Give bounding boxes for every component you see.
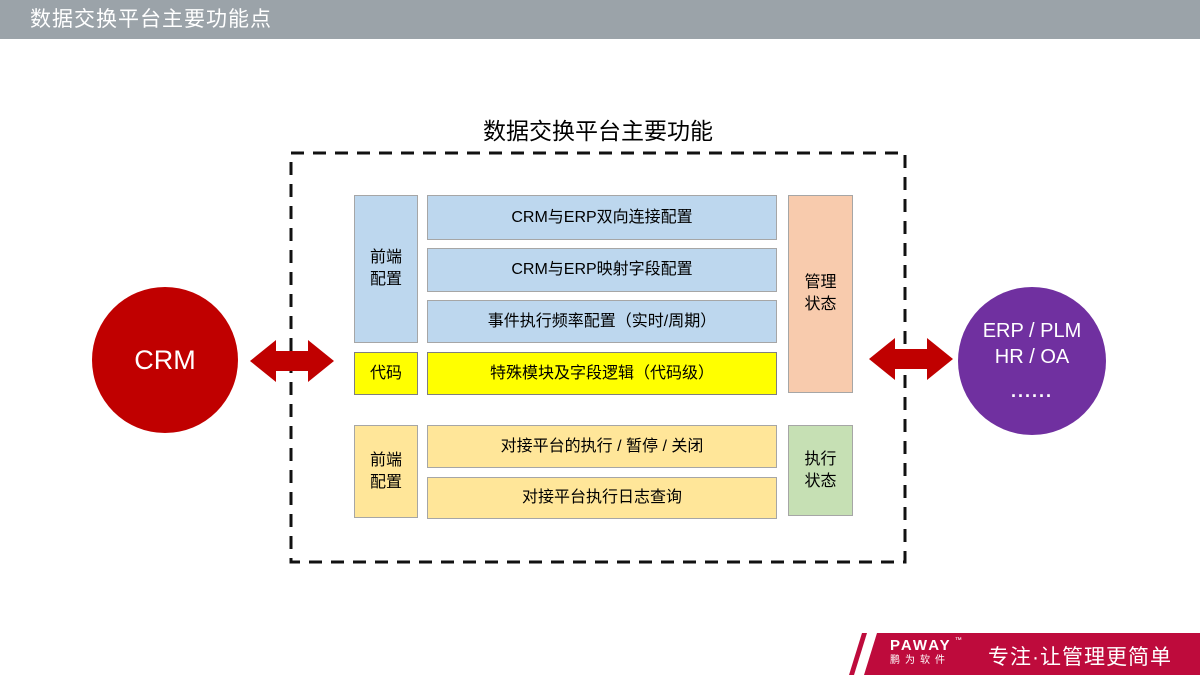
trademark-symbol: ™ xyxy=(954,637,962,644)
diagram-title: 数据交换平台主要功能 xyxy=(483,118,713,144)
exec-row-log-query: 对接平台执行日志查询 xyxy=(427,477,777,519)
code-label-box: 代码 xyxy=(354,352,418,395)
frontend-config-line2: 配置 xyxy=(369,271,402,288)
execution-status-box: 执行 状态 xyxy=(788,425,853,516)
execution-status-line1: 执行 xyxy=(804,450,837,468)
page-title: 数据交换平台主要功能点 xyxy=(30,8,272,31)
code-row-special-logic: 特殊模块及字段逻辑（代码级） xyxy=(427,352,777,395)
paway-logo: PAWAY ™ 鹏为软件 xyxy=(890,637,962,666)
brand-wordmark: PAWAY xyxy=(890,637,952,654)
frontend-config-label-box: 前端 配置 xyxy=(354,195,418,343)
frontend-config2-label-box: 前端 配置 xyxy=(354,425,418,518)
config-row-connection: CRM与ERP双向连接配置 xyxy=(427,195,777,240)
management-status-line2: 状态 xyxy=(804,296,837,313)
config-row-mapping: CRM与ERP映射字段配置 xyxy=(427,248,777,292)
management-status-box: 管理 状态 xyxy=(788,195,853,393)
footer-banner xyxy=(849,633,1200,675)
exec-row-control: 对接平台的执行 / 暂停 / 关闭 xyxy=(427,425,777,468)
slide-header-bar: 数据交换平台主要功能点 xyxy=(0,0,1200,39)
frontend-config-line1: 前端 xyxy=(369,249,402,267)
footer-slogan: 专注·让管理更简单 xyxy=(988,646,1172,669)
erp-circle: ERP / PLM HR / OA ...... xyxy=(958,287,1106,435)
erp-line2: HR / OA xyxy=(994,346,1070,369)
erp-line1: ERP / PLM xyxy=(982,320,1082,343)
crm-circle: CRM xyxy=(92,287,238,433)
erp-dots: ...... xyxy=(1010,381,1053,402)
double-arrow-left-icon xyxy=(250,340,334,382)
frontend-config2-line1: 前端 xyxy=(369,451,402,469)
execution-status-line2: 状态 xyxy=(804,472,837,490)
frontend-config2-line2: 配置 xyxy=(369,473,402,491)
management-status-line1: 管理 xyxy=(804,274,837,292)
crm-label: CRM xyxy=(134,344,196,375)
config-row-frequency: 事件执行频率配置（实时/周期） xyxy=(427,300,777,343)
brand-chinese-name: 鹏为软件 xyxy=(890,655,950,666)
double-arrow-right-icon xyxy=(869,338,953,380)
